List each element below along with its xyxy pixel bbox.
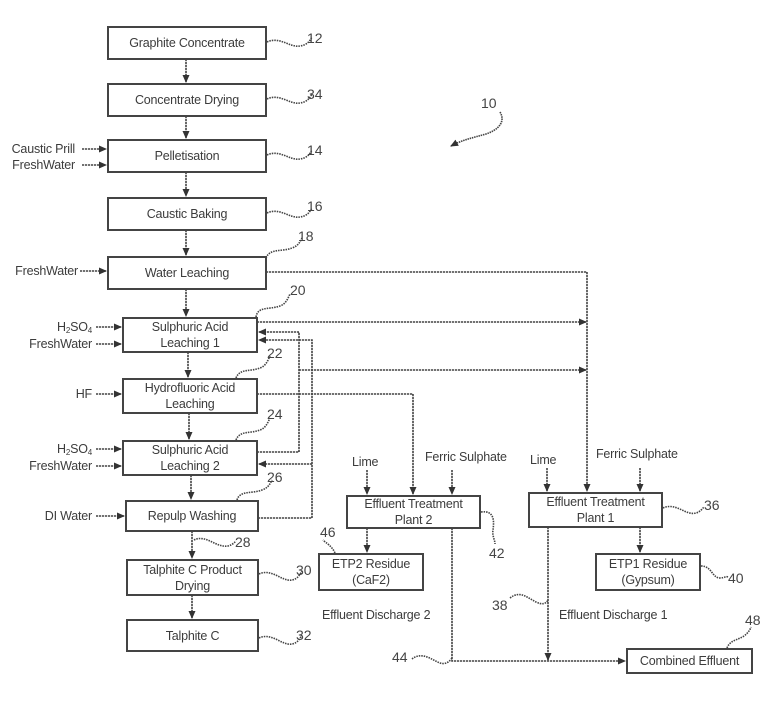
ref-number-46: 46	[320, 524, 336, 540]
ref-number-22: 22	[267, 345, 283, 361]
ref-leader-24	[235, 417, 271, 441]
input-label-h2so4-1: H2SO4	[57, 320, 92, 335]
ref-leader-18	[265, 237, 303, 259]
box-repulp-washing: Repulp Washing	[125, 500, 259, 532]
ref-number-10-figure: 10	[481, 95, 497, 111]
box-hydrofluoric-acid-leaching: Hydrofluoric Acid Leaching	[122, 378, 258, 414]
h2so4-sub-2: 2	[65, 326, 71, 335]
box-concentrate-drying: Concentrate Drying	[107, 83, 267, 117]
figure-10-arrow	[450, 111, 503, 147]
ref-number-38: 38	[492, 597, 508, 613]
stream-label-discharge-2: Effluent Discharge 2	[322, 608, 431, 622]
input-label-di-water: DI Water	[44, 509, 92, 523]
ref-leader-46	[322, 539, 336, 554]
ref-number-42: 42	[489, 545, 505, 561]
h2so4-sub-2: 2	[65, 448, 71, 457]
ref-leader-28	[193, 537, 237, 547]
ref-number-32: 32	[296, 627, 312, 643]
box-product-drying: Talphite C Product Drying	[126, 559, 259, 596]
ref-leader-44	[411, 655, 453, 665]
input-label-freshwater-sal2: FreshWater	[29, 459, 92, 473]
ref-leader-14	[266, 149, 313, 160]
box-pelletisation: Pelletisation	[107, 139, 267, 173]
ref-number-12: 12	[307, 30, 323, 46]
recycle-repulp-to-sal1	[258, 336, 313, 519]
h2so4-so: SO	[70, 320, 88, 334]
ref-leader-16	[266, 207, 313, 218]
ref-number-20: 20	[290, 282, 306, 298]
ref-leader-20	[255, 293, 291, 318]
h2so4-sub-4: 4	[87, 448, 92, 457]
ref-leader-36	[662, 505, 705, 515]
recycle-sal2-to-sal1	[257, 328, 300, 453]
h2so4-so: SO	[70, 442, 88, 456]
ref-number-18: 18	[298, 228, 314, 244]
ref-number-40: 40	[728, 570, 744, 586]
ref-number-34: 34	[307, 86, 323, 102]
input-label-h2so4-2: H2SO4	[57, 442, 92, 457]
h2so4-sub-4: 4	[87, 326, 92, 335]
input-label-ferric-etp2: Ferric Sulphate	[425, 450, 507, 464]
stream-discharge-2	[451, 528, 626, 665]
ref-number-26: 26	[267, 469, 283, 485]
ref-leader-30	[258, 570, 303, 581]
ref-number-16: 16	[307, 198, 323, 214]
ref-leader-12	[266, 36, 313, 47]
box-etp2: Effluent Treatment Plant 2	[346, 495, 481, 529]
box-etp2-residue: ETP2 Residue (CaF2)	[318, 553, 424, 591]
h2so4-h: H	[57, 442, 66, 456]
box-talphite-c: Talphite C	[126, 619, 259, 652]
box-etp1-residue: ETP1 Residue (Gypsum)	[595, 553, 701, 591]
ref-leader-26	[236, 479, 273, 501]
input-label-caustic-prill: Caustic Prill	[11, 142, 76, 156]
ref-leader-32	[258, 634, 303, 645]
ref-number-30: 30	[296, 562, 312, 578]
ref-number-48: 48	[745, 612, 761, 628]
box-caustic-baking: Caustic Baking	[107, 197, 267, 231]
ref-leader-34	[266, 93, 313, 104]
ref-leader-22	[235, 355, 271, 379]
input-label-lime-etp1: Lime	[530, 453, 557, 467]
ref-number-24: 24	[267, 406, 283, 422]
ref-leader-42	[480, 511, 496, 545]
box-sulphuric-acid-leaching-2: Sulphuric Acid Leaching 2	[122, 440, 258, 476]
h2so4-h: H	[57, 320, 66, 334]
box-graphite-concentrate: Graphite Concentrate	[107, 26, 267, 60]
ref-number-14: 14	[307, 142, 323, 158]
input-label-freshwater-sal1: FreshWater	[29, 337, 92, 351]
input-label-freshwater-waterleach: FreshWater	[15, 264, 78, 278]
box-etp1: Effluent Treatment Plant 1	[528, 492, 663, 528]
box-sulphuric-acid-leaching-1: Sulphuric Acid Leaching 1	[122, 317, 258, 353]
input-label-lime-etp2: Lime	[352, 455, 379, 469]
box-water-leaching: Water Leaching	[107, 256, 267, 290]
stream-waterleach-to-etp1	[266, 271, 591, 492]
stream-label-discharge-1: Effluent Discharge 1	[559, 608, 668, 622]
ref-leader-48	[726, 626, 752, 649]
ref-leader-38	[509, 593, 549, 605]
ref-leader-40	[700, 565, 729, 579]
box-combined-effluent: Combined Effluent	[626, 648, 753, 674]
ref-number-28: 28	[235, 534, 251, 550]
ref-number-36: 36	[704, 497, 720, 513]
input-label-ferric-etp1: Ferric Sulphate	[596, 447, 678, 461]
input-label-hf: HF	[75, 387, 92, 401]
input-label-freshwater-pellet: FreshWater	[12, 158, 75, 172]
stream-hf-to-etp2	[257, 393, 417, 495]
ref-number-44: 44	[392, 649, 408, 665]
